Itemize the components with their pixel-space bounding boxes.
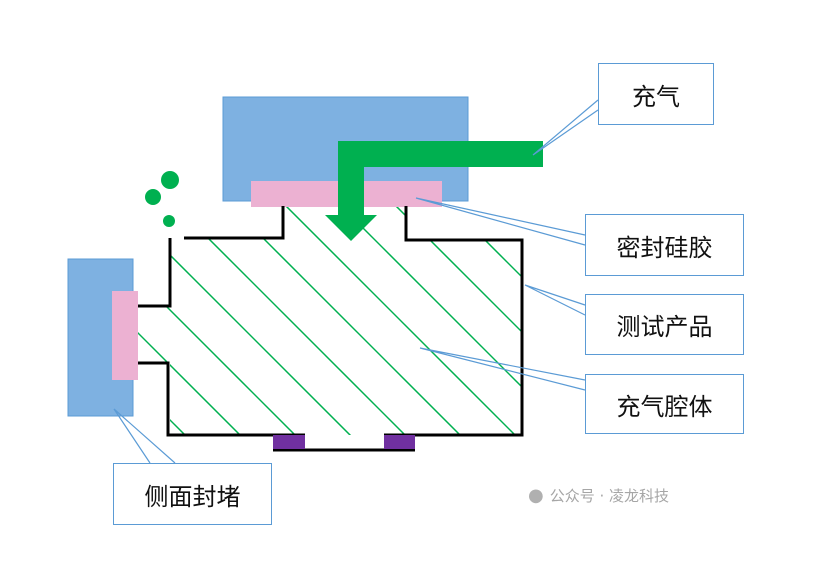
hatch-line [224,206,486,435]
label-inflate: 充气 [598,63,714,125]
label-chamber: 充气腔体 [585,374,744,434]
hatch-line [389,206,522,435]
label-product: 测试产品 [585,294,744,355]
bottom-pad-left [273,435,305,449]
air-bubble [145,189,161,205]
inflate-arrow [325,141,543,241]
side-silicone-seal [112,291,138,380]
air-bubble [161,171,179,189]
bottom-pad-right [384,435,415,449]
label-seal: 密封硅胶 [585,214,744,276]
product-outline [138,206,524,452]
hatch-line [444,206,522,435]
hatch-line [279,206,522,435]
label-side-seal: 侧面封堵 [113,463,272,525]
wechat-icon: ● [528,485,544,506]
hatch-line [138,206,321,435]
watermark-text: 公众号 · 凌龙科技 [549,487,670,505]
hatch-line [334,206,522,435]
callout-lines [113,99,599,464]
air-bubble [163,215,175,227]
hatch-line [138,206,266,435]
watermark: ● 公众号 · 凌龙科技 [528,485,669,506]
hatch-line [169,206,431,435]
